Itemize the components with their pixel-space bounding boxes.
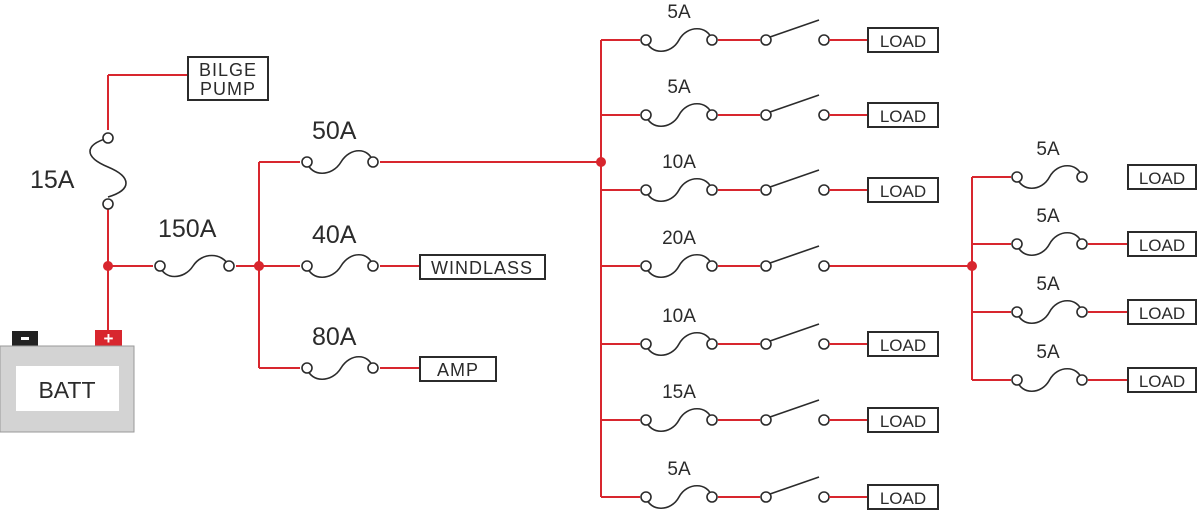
load-label: LOAD xyxy=(880,489,926,508)
panel-fuse-rating: 20A xyxy=(662,228,696,249)
load-label: LOAD xyxy=(1139,372,1185,391)
main-fuse: 150A xyxy=(154,215,235,278)
load-label: LOAD xyxy=(880,412,926,431)
switch-lever xyxy=(769,94,820,113)
switch-terminal xyxy=(818,260,830,272)
windlass-box: WINDLASS xyxy=(419,254,546,280)
bilge-fuse: 15A xyxy=(30,132,127,210)
junctions xyxy=(103,157,977,271)
branch-fuses: 50A 40A 80A xyxy=(301,117,379,381)
load-label: LOAD xyxy=(1139,304,1185,323)
load-box xyxy=(867,407,939,433)
sub-panel-circuit: 5A LOAD xyxy=(972,139,1197,190)
battery-label-panel xyxy=(16,366,119,411)
panel-circuit: 20A xyxy=(601,228,830,279)
sub-panel-fuse-rating: 5A xyxy=(1036,139,1060,160)
switch-lever xyxy=(769,323,820,342)
sub-panel-circuits: 5A LOAD 5A LOAD 5A LOAD 5A LOAD xyxy=(972,139,1197,393)
junction-panel xyxy=(596,157,606,167)
switch-lever xyxy=(769,169,820,188)
sub-panel-circuit: 5A LOAD xyxy=(972,342,1197,393)
switch-terminal xyxy=(818,414,830,426)
bilge-fuse-rating: 15A xyxy=(30,166,75,194)
panel-circuit: 5A LOAD xyxy=(601,77,939,128)
main-fuse-rating: 150A xyxy=(158,215,217,243)
amp-box: AMP xyxy=(419,356,497,382)
load-box xyxy=(867,484,939,510)
load-box xyxy=(867,102,939,128)
branch-fuse-2-rating: 40A xyxy=(312,221,357,249)
branch-fuse-3: 80A xyxy=(301,323,379,381)
branch-fuse-1-rating: 50A xyxy=(312,117,357,145)
windlass-label: WINDLASS xyxy=(431,258,533,278)
panel-circuit: 15A LOAD xyxy=(601,382,939,433)
bilge-pump: BILGE PUMP xyxy=(187,56,269,101)
switch-terminal xyxy=(818,109,830,121)
battery-positive-symbol: + xyxy=(104,329,114,348)
panel-circuit: 10A LOAD xyxy=(601,306,939,357)
battery: + BATT xyxy=(0,329,135,433)
panel-circuit: 10A LOAD xyxy=(601,152,939,203)
junction-battery xyxy=(103,261,113,271)
panel-circuit: 5A LOAD xyxy=(601,2,939,53)
switch-terminal xyxy=(818,34,830,46)
bilge-pump-line2: PUMP xyxy=(200,79,256,99)
load-label: LOAD xyxy=(880,32,926,51)
bilge-pump-line1: BILGE xyxy=(199,60,257,80)
sub-panel-fuse-rating: 5A xyxy=(1036,342,1060,363)
switch-terminal xyxy=(760,184,772,196)
load-box xyxy=(867,177,939,203)
load-label: LOAD xyxy=(1139,169,1185,188)
switch-lever xyxy=(769,19,820,38)
switch-terminal xyxy=(760,414,772,426)
branch-fuse-3-rating: 80A xyxy=(312,323,357,351)
panel-fuse-rating: 5A xyxy=(667,459,691,480)
switch-terminal xyxy=(818,338,830,350)
switch-terminal xyxy=(818,491,830,503)
load-box xyxy=(867,331,939,357)
branch-fuse-2: 40A xyxy=(301,221,379,279)
panel-fuse-rating: 15A xyxy=(662,382,696,403)
panel-fuse-rating: 10A xyxy=(662,152,696,173)
switch-terminal xyxy=(760,109,772,121)
switch-lever xyxy=(769,245,820,264)
switch-terminal xyxy=(760,491,772,503)
junction-subpanel xyxy=(967,261,977,271)
switch-terminal xyxy=(760,338,772,350)
sub-panel-circuit: 5A LOAD xyxy=(972,274,1197,325)
battery-label: BATT xyxy=(38,377,95,403)
switch-lever xyxy=(769,476,820,495)
panel-circuits: 5A LOAD 5A LOAD 10A LOAD 20A 10A LOAD 15A LOAD 5A LO… xyxy=(601,2,939,510)
load-label: LOAD xyxy=(880,336,926,355)
load-box xyxy=(1127,164,1197,190)
load-box xyxy=(1127,299,1197,325)
load-box xyxy=(1127,231,1197,257)
battery-positive-terminal xyxy=(95,330,122,347)
panel-fuse-rating: 10A xyxy=(662,306,696,327)
load-label: LOAD xyxy=(1139,236,1185,255)
sub-panel-fuse-rating: 5A xyxy=(1036,274,1060,295)
sub-panel-fuse-rating: 5A xyxy=(1036,206,1060,227)
load-box xyxy=(867,27,939,53)
panel-circuit: 5A LOAD xyxy=(601,459,939,510)
switch-terminal xyxy=(760,34,772,46)
load-label: LOAD xyxy=(880,107,926,126)
load-box xyxy=(1127,367,1197,393)
switch-lever xyxy=(769,399,820,418)
battery-negative-bar xyxy=(21,337,29,340)
branch-fuse-1: 50A xyxy=(301,117,379,175)
panel-fuse-rating: 5A xyxy=(667,77,691,98)
switch-terminal xyxy=(818,184,830,196)
junction-branch xyxy=(254,261,264,271)
sub-panel-circuit: 5A LOAD xyxy=(972,206,1197,257)
amp-label: AMP xyxy=(437,360,479,380)
switch-terminal xyxy=(760,260,772,272)
load-label: LOAD xyxy=(880,182,926,201)
panel-fuse-rating: 5A xyxy=(667,2,691,23)
